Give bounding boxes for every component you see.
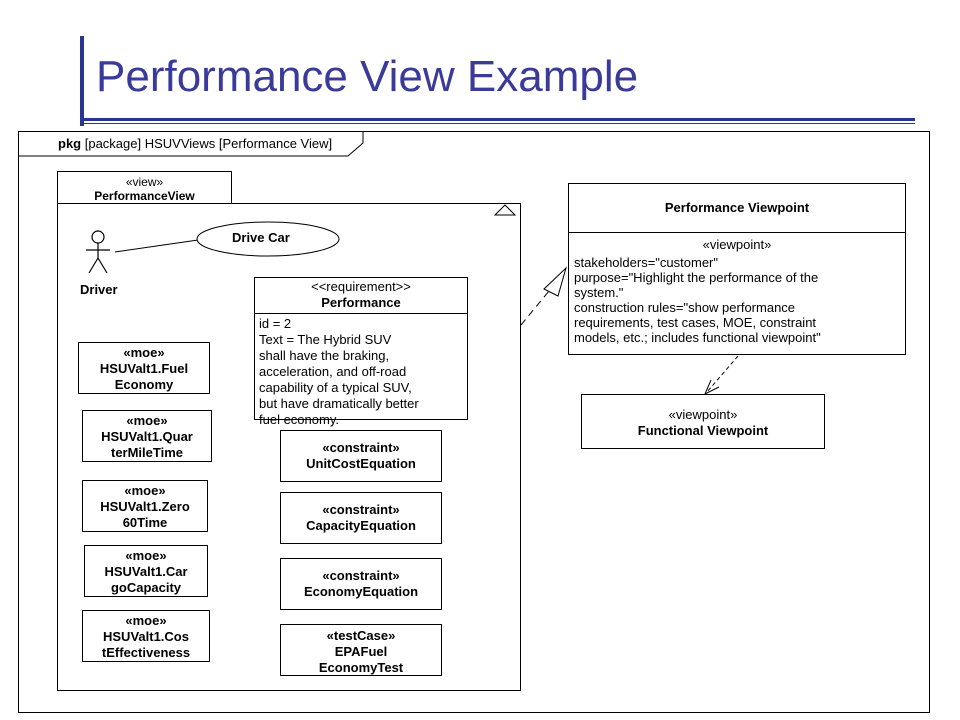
frame-label: pkg [package] HSUVViews [Performance Vie… [18, 131, 363, 156]
requirement-line: acceleration, and off-road [259, 364, 407, 379]
viewpoint-line: requirements, test cases, MOE, constrain… [574, 315, 817, 330]
requirement-line: shall have the braking, [259, 348, 390, 363]
moe-box[interactable]: «moe» HSUValt1.Quar terMileTime [82, 410, 212, 462]
moe-stereotype: «moe» [123, 345, 165, 360]
requirement-line: id = 2 [259, 316, 292, 331]
moe-name-line1: HSUValt1.Cos [103, 629, 189, 644]
diagram-frame [18, 131, 930, 713]
constraint-stereotype: «constraint» [322, 568, 400, 583]
moe-box[interactable]: «moe» HSUValt1.Zero 60Time [82, 480, 208, 532]
moe-name-line2: 60Time [122, 515, 168, 530]
requirement-box[interactable]: <<requirement>> Performance id = 2 Text … [254, 277, 468, 427]
testcase-box[interactable]: «testCase» EPAFuel EconomyTest [280, 624, 442, 676]
usecase-ellipse [196, 221, 340, 257]
frame-label-pentagon [18, 131, 364, 157]
constraint-box[interactable]: «constraint» CapacityEquation [280, 492, 442, 544]
moe-stereotype: «moe» [125, 613, 167, 628]
viewpoint-stereotype: «viewpoint» [702, 237, 772, 252]
requirement-stereotype: <<requirement>> [311, 279, 411, 294]
testcase-name-line1: EPAFuel [334, 644, 388, 659]
association-line [114, 239, 199, 253]
moe-stereotype: «moe» [124, 483, 166, 498]
viewpoint-line: stakeholders="customer" [574, 255, 718, 270]
moe-stereotype: «moe» [126, 413, 168, 428]
conform-dashed-line [520, 284, 555, 326]
requirement-line: but have dramatically better [259, 396, 419, 411]
package-tab[interactable]: «view» PerformanceView [57, 171, 232, 204]
testcase-name-line2: EconomyTest [318, 660, 404, 675]
moe-name-line2: terMileTime [110, 445, 183, 460]
requirement-name: Performance [321, 295, 401, 310]
conform-triangle [493, 204, 517, 216]
moe-name-line1: HSUValt1.Zero [100, 499, 190, 514]
viewpoint-line: system." [574, 285, 624, 300]
actor-name: Driver [80, 282, 118, 297]
import-arrowhead [704, 379, 720, 396]
conform-arrowhead [543, 266, 567, 297]
functional-viewpoint-name: Functional Viewpoint [637, 423, 769, 438]
moe-box[interactable]: «moe» HSUValt1.Cos tEffectiveness [82, 610, 210, 662]
moe-name-line2: tEffectiveness [101, 645, 191, 660]
import-dashed-line [706, 355, 739, 393]
functional-viewpoint-box[interactable]: «viewpoint» Functional Viewpoint [581, 394, 825, 449]
slide-title: Performance View Example [96, 52, 639, 101]
moe-name-line1: HSUValt1.Fuel [99, 361, 189, 376]
functional-viewpoint-stereotype: «viewpoint» [668, 407, 738, 422]
moe-name-line1: HSUValt1.Quar [101, 429, 193, 444]
viewpoint-line: construction rules="show performance [574, 300, 796, 315]
viewpoint-box[interactable]: Performance Viewpoint «viewpoint» stakeh… [568, 183, 906, 355]
constraint-stereotype: «constraint» [322, 502, 400, 517]
frame-keyword: pkg [58, 136, 82, 151]
title-underline-thin [80, 123, 915, 124]
moe-name-line2: Economy [114, 377, 174, 392]
package-name: PerformanceView [94, 189, 195, 203]
package-body[interactable] [57, 203, 521, 691]
constraint-stereotype: «constraint» [322, 440, 400, 455]
moe-box[interactable]: «moe» HSUValt1.Fuel Economy [78, 342, 210, 394]
moe-box[interactable]: «moe» HSUValt1.Car goCapacity [84, 545, 208, 597]
title-underline [80, 118, 915, 121]
requirement-line: capability of a typical SUV, [259, 380, 412, 395]
constraint-name: UnitCostEquation [306, 456, 416, 471]
usecase-name[interactable]: Drive Car [232, 230, 290, 245]
requirement-line: Text = The Hybrid SUV [259, 332, 392, 347]
title-accent-vertical [80, 36, 84, 126]
viewpoint-name: Performance Viewpoint [569, 184, 905, 233]
viewpoint-line: purpose="Highlight the performance of th… [574, 270, 819, 285]
constraint-name: EconomyEquation [303, 584, 419, 599]
moe-name-line1: HSUValt1.Car [104, 564, 188, 579]
viewpoint-line: models, etc.; includes functional viewpo… [574, 330, 821, 345]
frame-label-text: [package] HSUVViews [Performance View] [81, 136, 333, 151]
driver-actor-figure [86, 230, 110, 274]
moe-stereotype: «moe» [125, 548, 167, 563]
moe-name-line2: goCapacity [110, 580, 182, 595]
constraint-name: CapacityEquation [306, 518, 416, 533]
package-stereotype: «view» [125, 175, 164, 189]
testcase-stereotype: «testCase» [326, 628, 396, 643]
constraint-box[interactable]: «constraint» EconomyEquation [280, 558, 442, 610]
requirement-line: fuel economy. [259, 412, 339, 427]
constraint-box[interactable]: «constraint» UnitCostEquation [280, 430, 442, 482]
